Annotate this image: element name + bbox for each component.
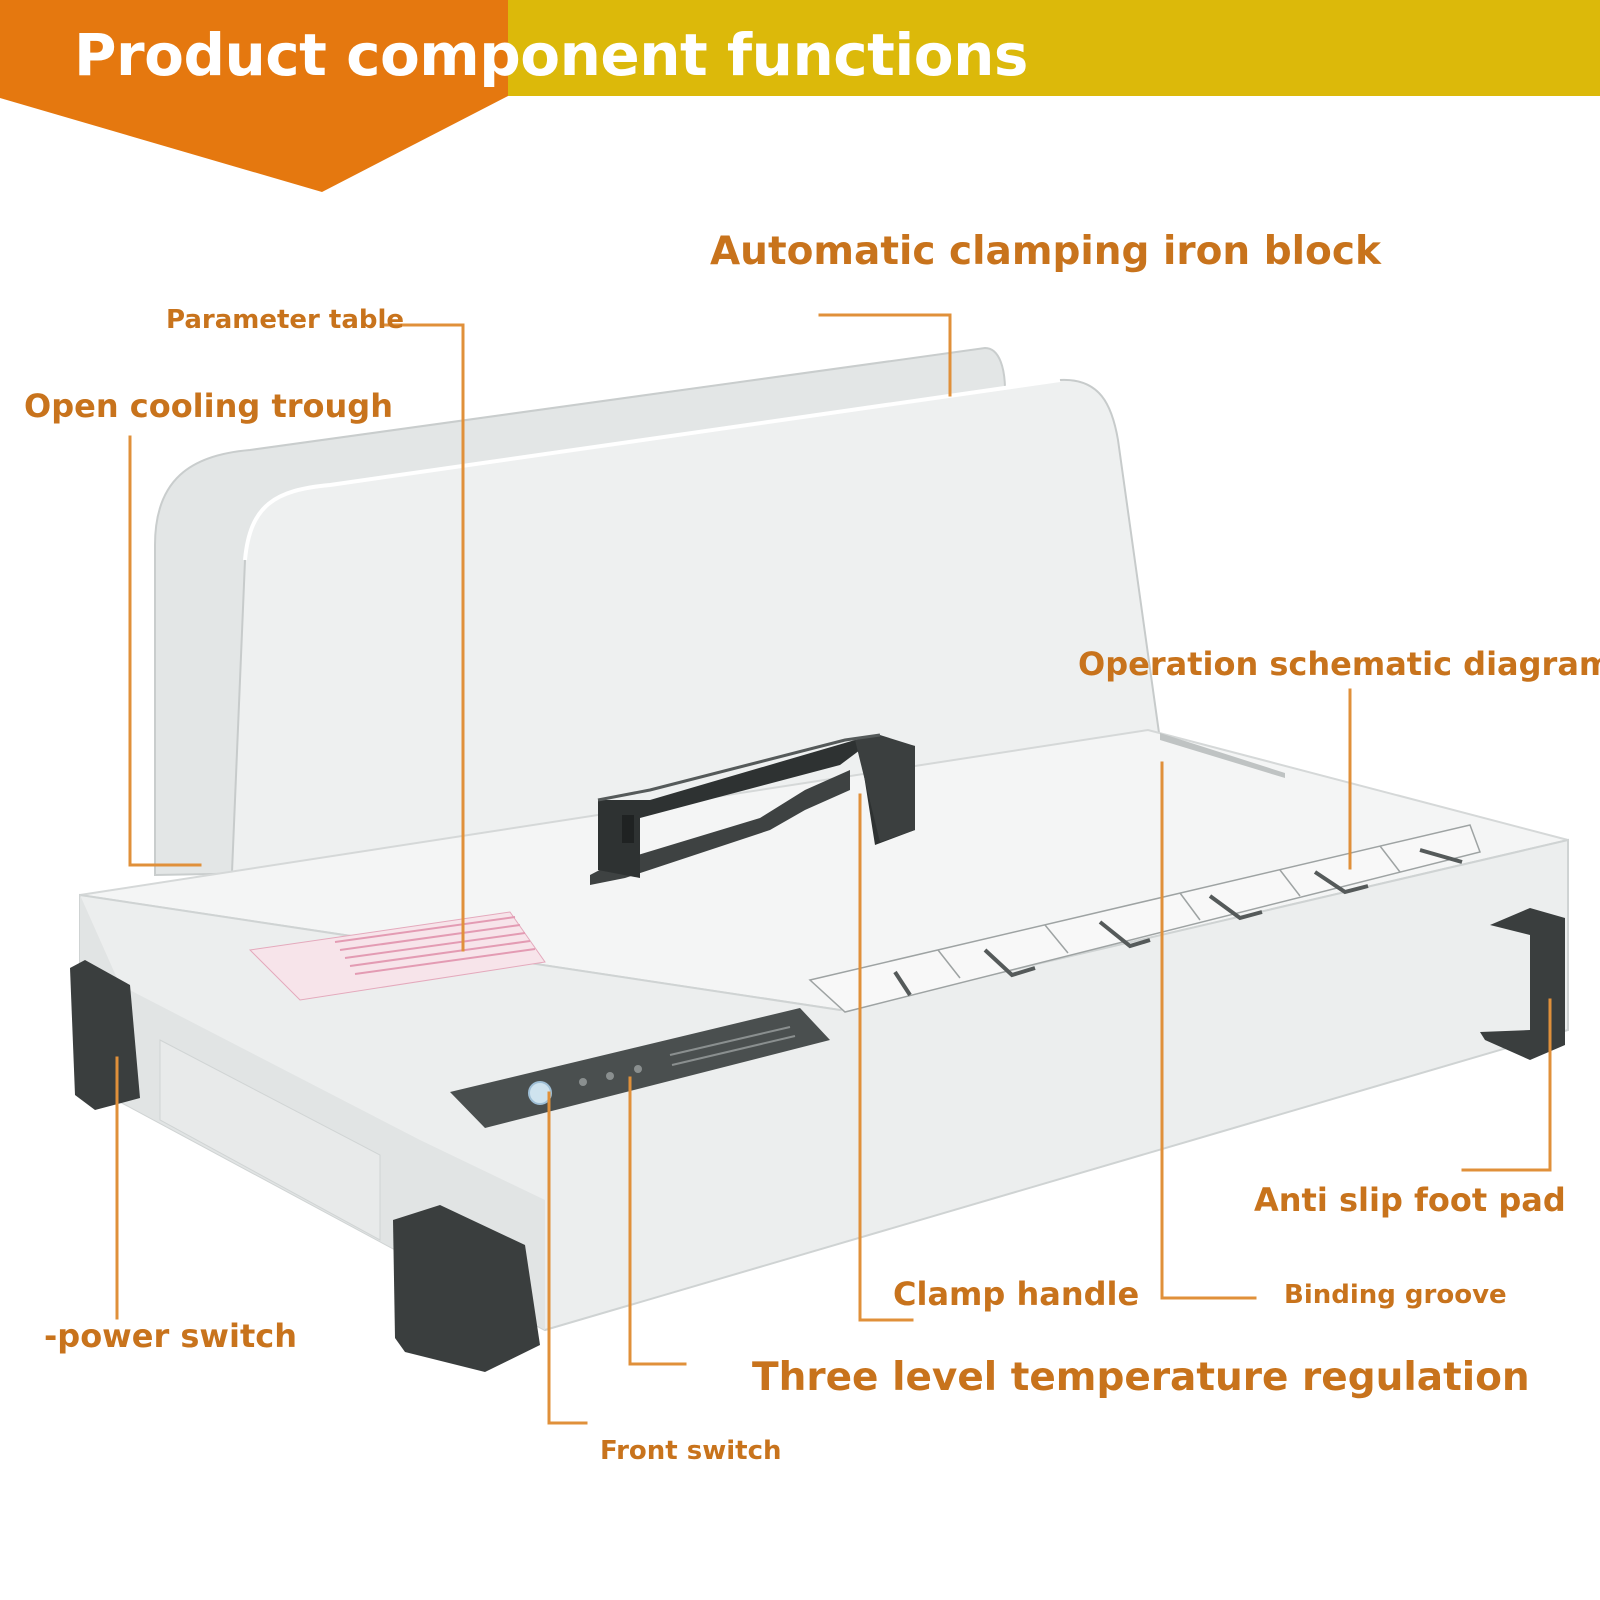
- label-power-switch: -power switch: [44, 1317, 297, 1355]
- label-clamp-handle: Clamp handle: [893, 1275, 1140, 1313]
- leader-lines: [115, 313, 1552, 1425]
- label-binding-groove: Binding groove: [1284, 1280, 1507, 1310]
- page-title: Product component functions: [74, 21, 1028, 89]
- leader-clamp-handle: [858, 793, 914, 1322]
- leader-three-level: [628, 1076, 687, 1366]
- clamp-handle-shape: [590, 733, 915, 885]
- label-parameter-table: Parameter table: [166, 305, 405, 335]
- label-open-cooling-trough: Open cooling trough: [24, 387, 393, 425]
- header-banner: [0, 0, 1600, 192]
- front-plate-edge: [243, 378, 1061, 561]
- foot-pads: [70, 908, 1565, 1372]
- leader-binding-groove: [1160, 761, 1257, 1300]
- leader-front-switch: [547, 1091, 588, 1425]
- leader-anti-slip: [1461, 998, 1552, 1172]
- leader-cooling-trough: [128, 435, 202, 867]
- label-operation-schematic-diagram: Operation schematic diagram: [1078, 645, 1600, 683]
- banner-orange-tab: [0, 0, 508, 192]
- front-switch-button: [528, 1081, 552, 1105]
- side-label: [159, 1039, 381, 1241]
- binding-machine-illustration: [70, 346, 1569, 1372]
- operation-strip: [808, 824, 1481, 1013]
- label-anti-slip-foot-pad: Anti slip foot pad: [1254, 1181, 1566, 1219]
- binding-groove-slot: [1160, 733, 1285, 778]
- label-front-switch: Front switch: [600, 1436, 782, 1466]
- label-automatic-clamping-iron-block: Automatic clamping iron block: [710, 229, 1381, 274]
- leader-parameter-table: [383, 323, 465, 952]
- label-three-level-temperature-regulation: Three level temperature regulation: [752, 1355, 1530, 1400]
- leader-automatic-clamping: [818, 313, 952, 397]
- parameter-sticker: [248, 911, 546, 1001]
